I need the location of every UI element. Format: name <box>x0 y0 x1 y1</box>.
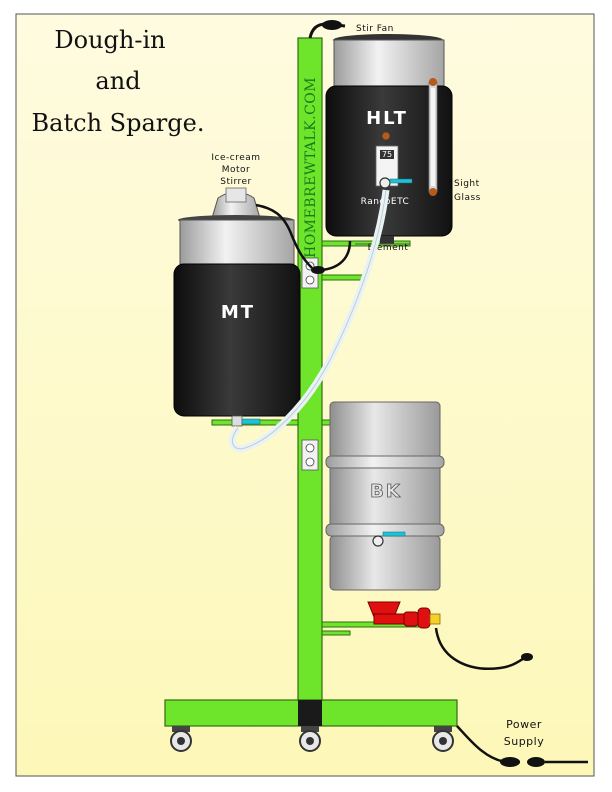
website-watermark: HOMEBREWTALK.COM <box>303 77 319 258</box>
motor-cable <box>255 203 313 269</box>
mt-valve <box>231 415 261 427</box>
power-plug <box>500 757 520 767</box>
sparge-hose-outline <box>231 189 387 450</box>
sight-glass-label-line-1: Sight <box>454 179 480 189</box>
title-line-2: and <box>95 67 140 95</box>
title-line-3: Batch Sparge. <box>32 109 205 137</box>
outlet-plug <box>311 266 325 274</box>
controller-badge: 75 <box>382 150 392 159</box>
heating-element <box>355 236 410 245</box>
hlt-valve <box>379 177 413 189</box>
sight-glass-label-line-2: Glass <box>454 193 481 203</box>
mt-label: MT <box>221 302 255 323</box>
hlt-label: HLT <box>366 108 408 129</box>
lower-outlet <box>301 439 319 471</box>
element-label: Element <box>368 243 409 253</box>
caster-left <box>170 726 192 752</box>
burner <box>367 601 441 629</box>
power-plug-socket <box>527 757 545 767</box>
sight-glass <box>428 78 438 196</box>
bk-keg <box>325 401 445 591</box>
motor-label-line-2: Motor <box>222 165 251 175</box>
bk-valve <box>372 531 406 547</box>
burner-plug <box>521 653 533 661</box>
caster-center <box>299 726 321 752</box>
power-label-line-1: Power <box>506 718 542 731</box>
stir-fan-plug <box>322 20 342 30</box>
motor-label-line-1: Ice-cream <box>211 153 260 163</box>
bk-label: BK <box>370 481 402 502</box>
ranco-controller <box>375 131 399 187</box>
motor-label-line-3: Stirrer <box>220 177 252 187</box>
title-line-1: Dough-in <box>54 26 165 54</box>
burner-cable <box>434 627 529 670</box>
power-label-line-2: Supply <box>504 735 545 748</box>
caster-right <box>432 726 454 752</box>
stir-fan-label: Stir Fan <box>356 24 394 34</box>
